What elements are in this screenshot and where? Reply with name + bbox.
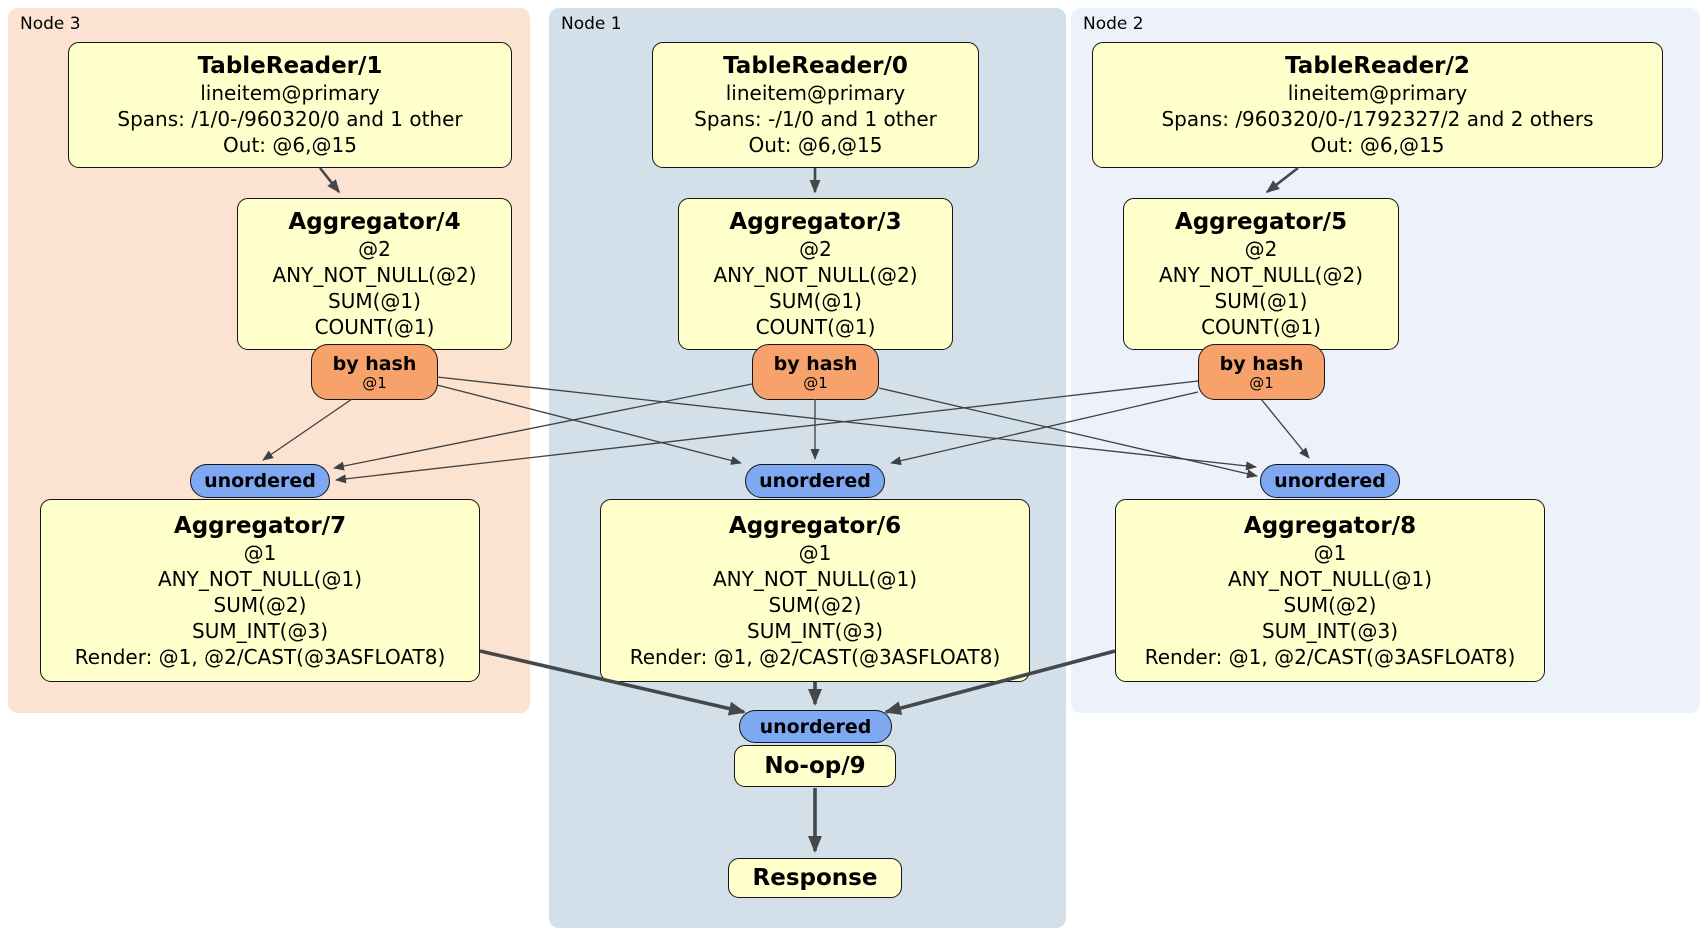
tablereader-0-out: Out: @6,@15 [748, 133, 883, 157]
node1-panel-label: Node 1 [561, 14, 622, 34]
noop-box: No-op/9 [734, 745, 896, 787]
byhash-router-node1-label: by hash [773, 353, 858, 375]
tablereader-0-index: lineitem@primary [725, 81, 906, 105]
byhash-router-node2-key: @1 [1249, 374, 1274, 392]
tablereader-1-out: Out: @6,@15 [223, 133, 357, 157]
aggregator-5-fn3: COUNT(@1) [1201, 315, 1321, 339]
byhash-router-node3-label: by hash [332, 353, 417, 375]
aggregator-4-fn3: COUNT(@1) [314, 315, 435, 339]
tablereader-2-box: TableReader/2 lineitem@primary Spans: /9… [1092, 42, 1663, 168]
unordered-sync-node1-label: unordered [759, 470, 871, 492]
aggregator-4-title: Aggregator/4 [288, 209, 461, 235]
aggregator-8-fn2: SUM(@2) [1283, 592, 1377, 617]
noop-title: No-op/9 [764, 753, 866, 779]
aggregator-6-fn3: SUM_INT(@3) [747, 618, 883, 643]
aggregator-8-box: Aggregator/8 @1 ANY_NOT_NULL(@1) SUM(@2)… [1115, 499, 1545, 682]
aggregator-8-title: Aggregator/8 [1243, 512, 1417, 539]
aggregator-5-fn1: ANY_NOT_NULL(@2) [1159, 263, 1363, 287]
aggregator-5-title: Aggregator/5 [1174, 209, 1348, 235]
tablereader-1-box: TableReader/1 lineitem@primary Spans: /1… [68, 42, 512, 168]
unordered-sync-node2-label: unordered [1274, 470, 1386, 492]
node2-panel-label: Node 2 [1083, 14, 1144, 34]
unordered-sync-node3: unordered [190, 464, 330, 498]
aggregator-3-fn2: SUM(@1) [769, 289, 862, 313]
unordered-sync-node2: unordered [1260, 464, 1400, 498]
tablereader-0-box: TableReader/0 lineitem@primary Spans: -/… [652, 42, 979, 168]
response-box: Response [728, 858, 902, 898]
aggregator-7-render: Render: @1, @2/CAST(@3ASFLOAT8) [74, 644, 446, 669]
response-title: Response [752, 865, 878, 891]
tablereader-2-index: lineitem@primary [1287, 81, 1468, 105]
aggregator-8-fn1: ANY_NOT_NULL(@1) [1228, 566, 1432, 591]
aggregator-7-fn1: ANY_NOT_NULL(@1) [158, 566, 362, 591]
aggregator-3-fn1: ANY_NOT_NULL(@2) [713, 263, 918, 287]
aggregator-8-group: @1 [1313, 540, 1347, 565]
aggregator-5-group: @2 [1244, 237, 1278, 261]
byhash-router-node2-label: by hash [1219, 353, 1304, 375]
byhash-router-node3: by hash @1 [311, 344, 438, 400]
tablereader-2-title: TableReader/2 [1285, 53, 1470, 79]
aggregator-3-fn3: COUNT(@1) [755, 315, 876, 339]
aggregator-4-group: @2 [358, 237, 391, 261]
node3-panel-label: Node 3 [20, 14, 81, 34]
unordered-sync-node3-label: unordered [204, 470, 316, 492]
byhash-router-node3-key: @1 [362, 374, 387, 392]
aggregator-7-fn2: SUM(@2) [213, 592, 307, 617]
aggregator-6-fn1: ANY_NOT_NULL(@1) [713, 566, 917, 591]
aggregator-4-fn1: ANY_NOT_NULL(@2) [272, 263, 477, 287]
unordered-sync-node1: unordered [745, 464, 885, 498]
aggregator-8-fn3: SUM_INT(@3) [1262, 618, 1398, 643]
aggregator-7-group: @1 [243, 540, 277, 565]
aggregator-7-box: Aggregator/7 @1 ANY_NOT_NULL(@1) SUM(@2)… [40, 499, 480, 682]
tablereader-0-title: TableReader/0 [723, 53, 908, 79]
aggregator-3-group: @2 [799, 237, 832, 261]
aggregator-4-box: Aggregator/4 @2 ANY_NOT_NULL(@2) SUM(@1)… [237, 198, 512, 350]
aggregator-7-title: Aggregator/7 [173, 512, 347, 539]
aggregator-4-fn2: SUM(@1) [328, 289, 421, 313]
aggregator-8-render: Render: @1, @2/CAST(@3ASFLOAT8) [1144, 644, 1516, 669]
aggregator-7-fn3: SUM_INT(@3) [192, 618, 328, 643]
unordered-sync-final-label: unordered [759, 715, 872, 738]
aggregator-6-group: @1 [798, 540, 832, 565]
aggregator-6-title: Aggregator/6 [728, 512, 902, 539]
aggregator-6-box: Aggregator/6 @1 ANY_NOT_NULL(@1) SUM(@2)… [600, 499, 1030, 682]
unordered-sync-final: unordered [739, 710, 892, 743]
tablereader-1-index: lineitem@primary [200, 81, 380, 105]
tablereader-2-spans: Spans: /960320/0-/1792327/2 and 2 others [1161, 107, 1594, 131]
aggregator-5-box: Aggregator/5 @2 ANY_NOT_NULL(@2) SUM(@1)… [1123, 198, 1399, 350]
aggregator-5-fn2: SUM(@1) [1214, 289, 1308, 313]
aggregator-3-box: Aggregator/3 @2 ANY_NOT_NULL(@2) SUM(@1)… [678, 198, 953, 350]
aggregator-3-title: Aggregator/3 [729, 209, 902, 235]
aggregator-6-render: Render: @1, @2/CAST(@3ASFLOAT8) [629, 644, 1001, 669]
tablereader-1-spans: Spans: /1/0-/960320/0 and 1 other [117, 107, 463, 131]
tablereader-1-title: TableReader/1 [197, 53, 383, 79]
tablereader-0-spans: Spans: -/1/0 and 1 other [694, 107, 937, 131]
byhash-router-node1-key: @1 [803, 374, 828, 392]
tablereader-2-out: Out: @6,@15 [1310, 133, 1445, 157]
byhash-router-node2: by hash @1 [1198, 344, 1325, 400]
byhash-router-node1: by hash @1 [752, 344, 879, 400]
aggregator-6-fn2: SUM(@2) [768, 592, 862, 617]
